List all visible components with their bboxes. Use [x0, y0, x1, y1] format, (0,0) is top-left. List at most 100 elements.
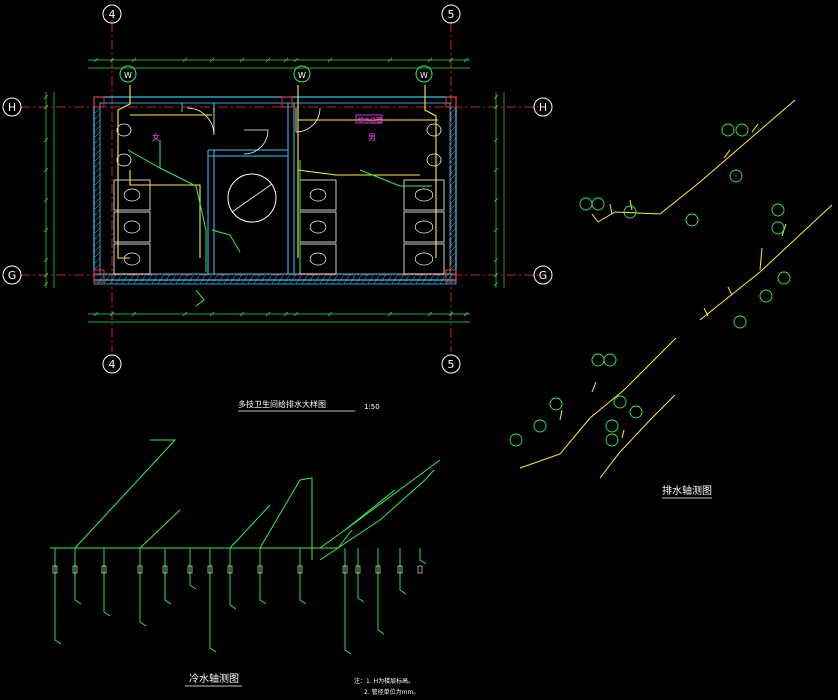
drop-pipe [377, 548, 385, 635]
svg-text:5: 5 [448, 8, 455, 21]
hatch-line [271, 273, 279, 285]
hatch-line [433, 273, 441, 285]
hatch-line [93, 203, 101, 211]
hatch-line [115, 273, 123, 285]
cold-water-isometric: 冷水轴测图 [50, 439, 441, 687]
hatch-line [449, 179, 457, 187]
hatch-line [337, 273, 345, 285]
dim-tick [239, 311, 245, 317]
sink [116, 153, 132, 167]
drop-pipe [299, 548, 307, 605]
hatch-line [169, 273, 177, 285]
dim-tick [109, 57, 115, 63]
valve [375, 565, 381, 574]
hatch-line [93, 257, 101, 265]
hatch-line [93, 215, 101, 223]
dim-tick [448, 57, 454, 63]
hatch-line [449, 233, 457, 241]
valve [137, 565, 143, 574]
dim-tick [182, 311, 188, 317]
hatch-line [163, 273, 171, 285]
dim-tick [493, 104, 499, 110]
hatch-line [449, 251, 457, 259]
hatch-line [449, 131, 457, 139]
tag-box-men-text: 给水总管 [358, 116, 382, 124]
drainage-pipes-upper [519, 99, 833, 479]
dim-tick [93, 311, 99, 317]
hatch-line [449, 185, 457, 193]
hatch-line [313, 273, 321, 285]
hatch-line [449, 245, 457, 253]
valve [52, 565, 58, 574]
toilet-bowl [309, 252, 327, 266]
fixture-bubble [729, 169, 743, 183]
plan-scale: 1:50 [364, 403, 380, 411]
hatch-line [93, 113, 101, 121]
toilet-bowl [414, 188, 434, 202]
hatch-line [93, 245, 101, 253]
drop-pipe [189, 548, 197, 590]
hatch-line [175, 273, 183, 285]
hatch-line [93, 137, 101, 145]
toilet-bowl [309, 188, 327, 202]
dim-tick [387, 311, 393, 317]
drainage-fixture-bubbles [509, 123, 791, 447]
fixture-bubble [623, 205, 637, 219]
column-bottom-right [445, 269, 457, 283]
svg-text:4: 4 [109, 358, 116, 371]
dim-tick [209, 57, 215, 63]
hatch-line [449, 197, 457, 205]
hatch-line [449, 263, 457, 271]
valve [257, 565, 263, 574]
dim-tick [387, 57, 393, 63]
hatch-line [211, 273, 219, 285]
hatch-line [449, 209, 457, 217]
fixture-bubble [629, 405, 643, 419]
valve [227, 565, 233, 574]
hatch-line [385, 273, 393, 285]
drop-pipe [209, 548, 217, 653]
fixture-bubble [591, 197, 605, 211]
svg-text:W: W [124, 71, 132, 80]
hatch-line [93, 125, 101, 133]
stall-outline [113, 179, 151, 211]
hatch-line [427, 273, 435, 285]
hatch-line [253, 273, 261, 285]
fixture-bubble [733, 315, 747, 329]
stall-outline [403, 211, 445, 243]
hatch-line [283, 273, 291, 285]
hatch-line [93, 119, 101, 127]
svg-text:W: W [420, 71, 428, 80]
axis-bubble-bottom-right: 5 [441, 354, 461, 374]
hatch-line [421, 273, 429, 285]
hatch-line [199, 273, 207, 285]
hatch-line [449, 143, 457, 151]
hatch-line [121, 273, 129, 285]
fixture-bubble [533, 419, 547, 433]
valve [187, 565, 193, 574]
hatch-line [93, 155, 101, 163]
hatch-line [93, 233, 101, 241]
riser-bubble-1: W [119, 65, 137, 83]
dim-tick [131, 311, 137, 317]
valve [162, 565, 168, 574]
dim-tick [43, 257, 49, 263]
valve [297, 565, 303, 574]
fixture-bubble [771, 203, 785, 217]
fixture-bubble [685, 213, 699, 227]
axis-bubble-top-left: 4 [102, 4, 122, 24]
hatch-line [93, 197, 101, 205]
dim-tick [43, 137, 49, 143]
door-swing-right [295, 107, 321, 133]
dim-tick [293, 311, 299, 317]
hatch-line [355, 273, 363, 285]
hatch-line [93, 161, 101, 169]
axis-bubble-bottom-left: 4 [102, 354, 122, 374]
toilet-bowl [123, 220, 141, 234]
dim-tick [283, 311, 289, 317]
room-tag-women: 女 [152, 132, 160, 142]
hatch-line [379, 273, 387, 285]
sink [426, 153, 442, 167]
hatch-line [449, 167, 457, 175]
dim-tick [239, 57, 245, 63]
